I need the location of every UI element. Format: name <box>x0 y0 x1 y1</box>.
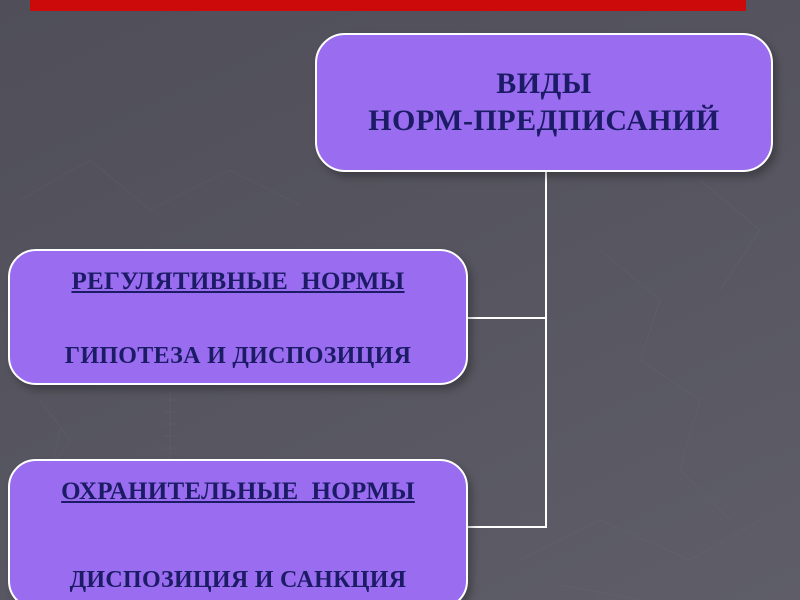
node-regulative-subtitle: ГИПОТЕЗА И ДИСПОЗИЦИЯ <box>64 343 412 369</box>
root-node-title-line1: ВИДЫ <box>496 66 592 100</box>
connector-regulative-line <box>466 317 547 319</box>
node-regulative-title: РЕГУЛЯТИВНЫЕ НОРМЫ <box>71 268 405 295</box>
root-node-title-line2: НОРМ-ПРЕДПИСАНИЙ <box>368 103 720 137</box>
node-protective-title: ОХРАНИТЕЛЬНЫЕ НОРМЫ <box>61 478 415 505</box>
node-regulative-norms: РЕГУЛЯТИВНЫЕ НОРМЫ ГИПОТЕЗА И ДИСПОЗИЦИЯ <box>8 249 468 385</box>
node-protective-norms: ОХРАНИТЕЛЬНЫЕ НОРМЫ ДИСПОЗИЦИЯ И САНКЦИЯ <box>8 459 468 600</box>
connector-root-vertical-line <box>545 172 547 528</box>
root-node-types-of-norms: ВИДЫ НОРМ-ПРЕДПИСАНИЙ <box>315 33 773 172</box>
connector-protective-line <box>466 526 547 528</box>
node-protective-subtitle: ДИСПОЗИЦИЯ И САНКЦИЯ <box>69 567 407 593</box>
top-accent-bar <box>30 0 746 11</box>
